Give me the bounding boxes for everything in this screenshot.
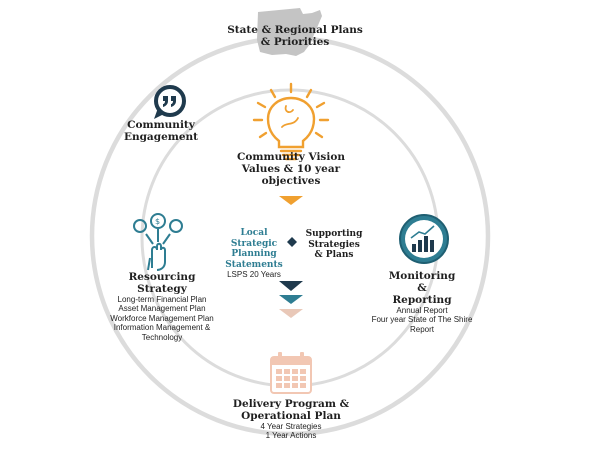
resourcing-block: Resourcing Strategy Long-term Financial … <box>104 271 220 342</box>
resourcing-item: Information Management & Technology <box>113 323 211 342</box>
diamond-marker <box>287 237 297 247</box>
state-plans-label: State & Regional Plans & Priorities <box>227 24 363 48</box>
supporting-strategies-label: Supporting Strategies & Plans <box>305 229 363 260</box>
delivery-title: Delivery Program & Operational Plan <box>232 398 350 422</box>
resourcing-item: Workforce Management Plan <box>110 313 214 323</box>
navy-chevron <box>279 281 303 291</box>
delivery-item: 4 Year Strategies <box>260 422 322 431</box>
lsps-block: Local Strategic Planning Statements LSPS… <box>222 228 286 279</box>
lsps-subtitle: LSPS 20 Years <box>227 270 281 279</box>
orange-chevron <box>279 196 303 205</box>
monitoring-item: Annual Report <box>396 306 448 315</box>
lsps-title: Local Strategic Planning Statements <box>225 228 283 270</box>
speech-bubble-quote-icon <box>154 85 186 119</box>
resourcing-item: Long-term Financial Plan <box>117 295 207 304</box>
svg-text:$: $ <box>155 217 160 226</box>
bar-chart-icon <box>399 214 449 264</box>
delivery-item: 1 Year Actions <box>265 431 317 441</box>
resourcing-title: Resourcing Strategy <box>128 271 196 295</box>
community-engagement-label: Community Engagement <box>123 119 199 143</box>
hand-network-icon: $ <box>133 213 183 271</box>
teal-chevron <box>279 295 303 304</box>
lightbulb-icon <box>252 82 330 161</box>
nsw-map-icon <box>257 8 322 56</box>
delivery-block: Delivery Program & Operational Plan 4 Ye… <box>228 398 354 441</box>
calendar-icon <box>270 352 312 394</box>
monitoring-block: Monitoring & Reporting Annual Report Fou… <box>366 270 478 334</box>
monitoring-item: Four year State of The Shire Report <box>371 315 473 334</box>
community-vision-label: Community Vision Values & 10 year object… <box>237 151 345 187</box>
monitoring-title: Monitoring & Reporting <box>388 270 456 306</box>
resourcing-item: Asset Management Plan <box>118 304 206 314</box>
peach-chevron <box>279 309 303 318</box>
